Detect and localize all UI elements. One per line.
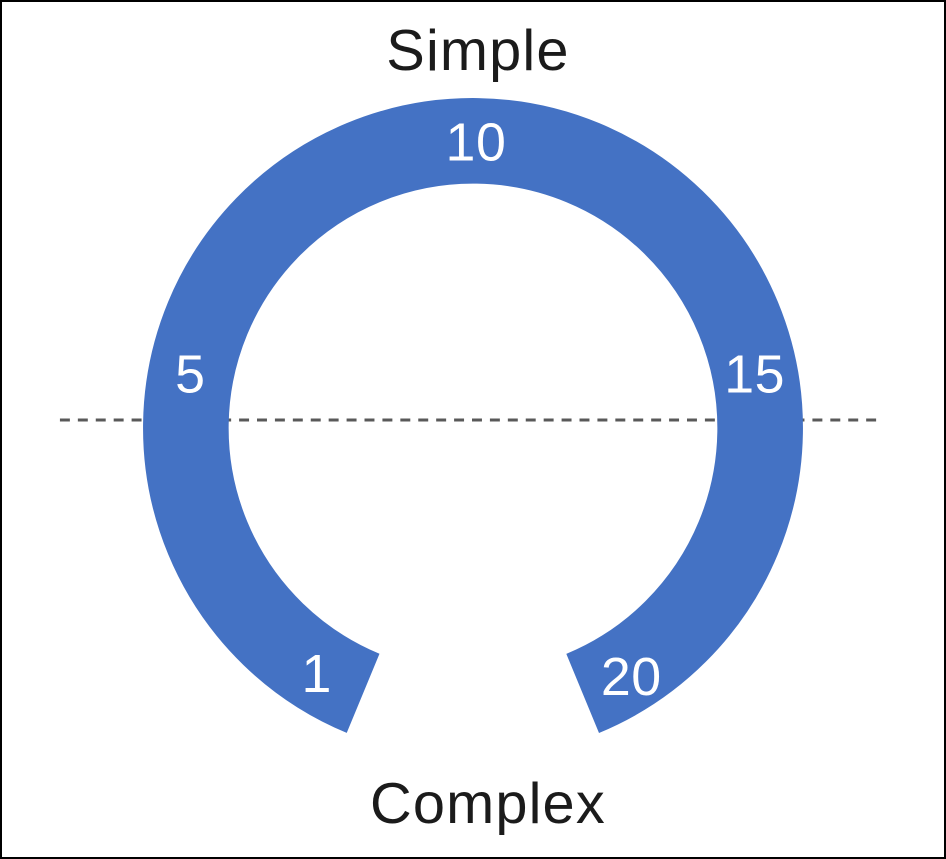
top-pole-label-simple: Simple [386, 19, 569, 83]
tick-label-1: 1 [302, 644, 332, 704]
tick-label-15: 15 [724, 344, 785, 404]
bottom-pole-label-complex: Complex [370, 772, 606, 836]
tick-label-20: 20 [601, 647, 662, 707]
tick-label-5: 5 [175, 344, 205, 404]
tick-label-10: 10 [446, 112, 507, 172]
gauge-ring-arc [143, 98, 803, 758]
